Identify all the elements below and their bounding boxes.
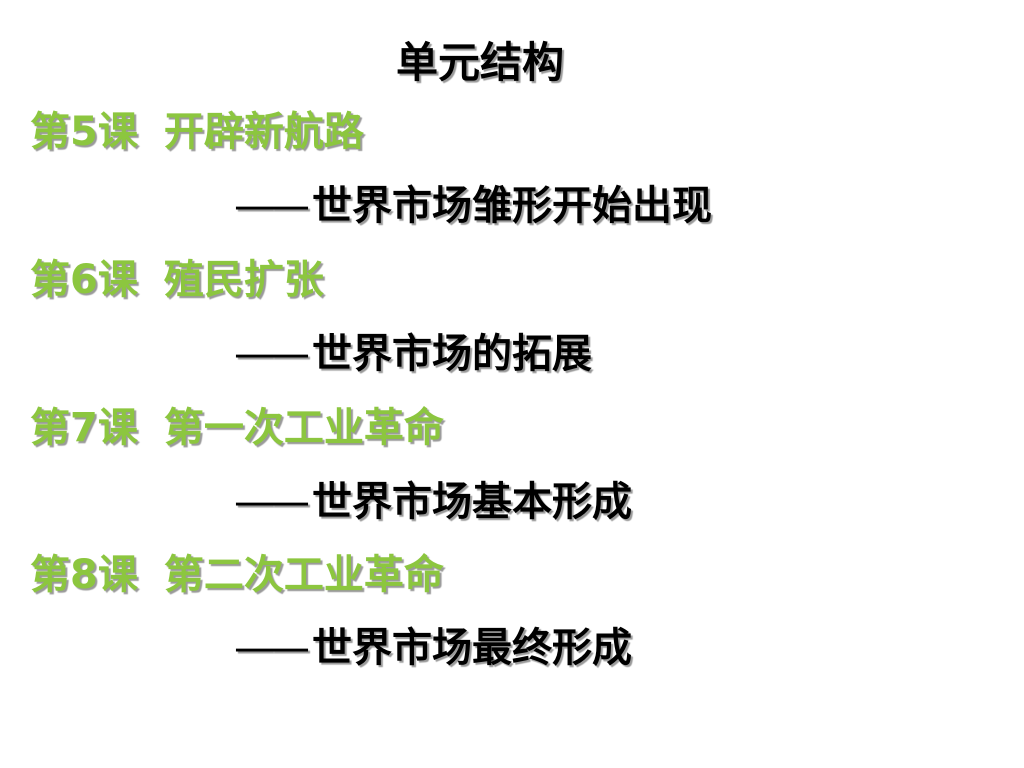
lesson-heading: 第7课第一次工业革命: [30, 402, 444, 454]
lesson-topic: 第二次工业革命: [163, 552, 444, 598]
lesson-number: 第7课: [30, 405, 138, 451]
slide-title: 单元结构: [395, 38, 564, 87]
lesson-subtitle: ——世界市场的拓展: [234, 328, 592, 380]
lesson-subtitle-text: 世界市场的拓展: [312, 331, 592, 377]
lesson-subtitle-text: 世界市场最终形成: [312, 625, 632, 671]
lesson-subtitle-text: 世界市场基本形成: [312, 479, 632, 525]
em-dash: ——: [234, 331, 310, 377]
lesson-number: 第5课: [30, 109, 138, 155]
lesson-subtitle-text: 世界市场雏形开始出现: [312, 183, 712, 229]
lesson-heading: 第8课第二次工业革命: [30, 549, 444, 601]
lesson-topic: 殖民扩张: [163, 257, 324, 303]
em-dash: ——: [234, 183, 310, 229]
lesson-topic: 开辟新航路: [163, 109, 364, 155]
lesson-topic: 第一次工业革命: [163, 405, 444, 451]
lesson-number: 第6课: [30, 257, 138, 303]
lesson-heading: 第5课开辟新航路: [30, 106, 364, 158]
lesson-heading: 第6课殖民扩张: [30, 254, 324, 306]
em-dash: ——: [234, 479, 310, 525]
lesson-subtitle: ——世界市场基本形成: [234, 476, 632, 528]
em-dash: ——: [234, 625, 310, 671]
lesson-number: 第8课: [30, 552, 138, 598]
lesson-subtitle: ——世界市场雏形开始出现: [234, 180, 712, 232]
lesson-subtitle: ——世界市场最终形成: [234, 622, 632, 674]
